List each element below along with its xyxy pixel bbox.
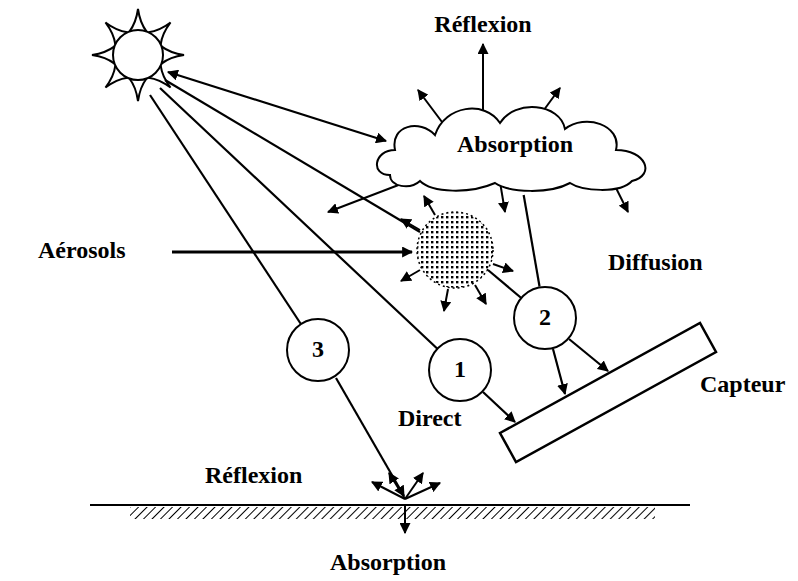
- scatter-arrows: [172, 196, 513, 311]
- diagram-label: Aérosols: [38, 238, 126, 263]
- callout-number: 2: [539, 305, 551, 330]
- ground-arrows: [372, 473, 440, 533]
- cloud-shape: Absorption: [370, 95, 660, 195]
- node-text-group: Absorption: [457, 132, 573, 157]
- callout-circle: 2: [513, 286, 577, 350]
- diagram-label: Capteur: [700, 372, 785, 397]
- node-label: Absorption: [457, 132, 573, 157]
- node-text-group: 1: [454, 357, 466, 382]
- diagram-label: Réflexion: [434, 12, 531, 37]
- diagram-label: Diffusion: [608, 250, 703, 275]
- node-text-group: 3: [312, 337, 324, 362]
- callout-number: 3: [312, 337, 324, 362]
- ground: [90, 505, 690, 519]
- ray-connector: [524, 195, 540, 286]
- node-text-group: 2: [539, 305, 551, 330]
- diagram-label: Réflexion: [205, 463, 302, 488]
- aerosol-cloud: [417, 212, 493, 288]
- diagram-label: Absorption: [330, 550, 446, 575]
- diagram-label: Direct: [398, 406, 462, 431]
- callout-circle: 1: [428, 338, 492, 402]
- callout-number: 1: [454, 357, 466, 382]
- callout-circle: 3: [286, 318, 350, 382]
- sun-symbol: [92, 9, 184, 101]
